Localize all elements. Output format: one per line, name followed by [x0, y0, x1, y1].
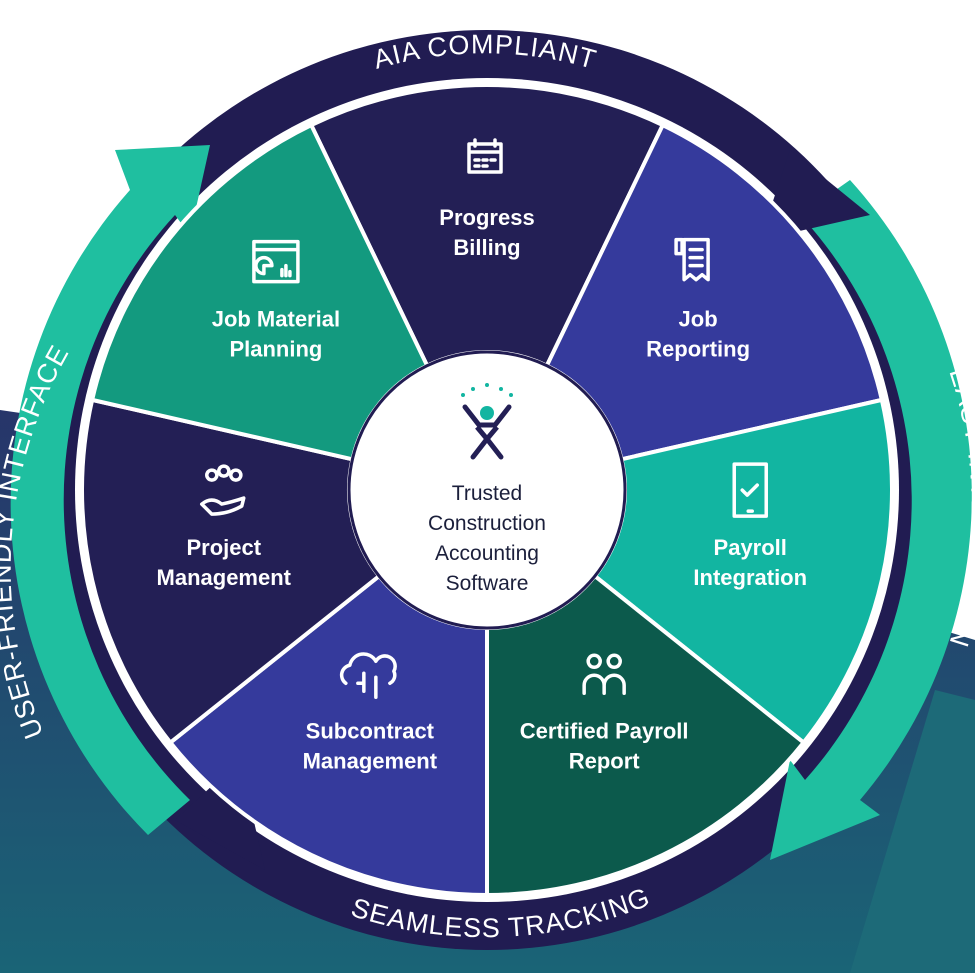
segment-label-job-reporting-2: Reporting [646, 337, 750, 362]
segment-label-job-material-planning-1: Job Material [212, 307, 340, 332]
segment-label-job-material-planning-2: Planning [229, 337, 322, 362]
chart-window-icon [252, 239, 300, 284]
segment-label-payroll-integration-1: Payroll [714, 535, 787, 560]
segment-label-progress-billing-1: Progress [439, 205, 534, 230]
tablet-check-icon [732, 462, 768, 518]
center-line-2: Construction [428, 512, 546, 535]
document-icon [674, 237, 710, 282]
segment-label-progress-billing-2: Billing [453, 235, 520, 260]
cloud-circuit-icon [339, 652, 397, 700]
background-right-shape [850, 690, 975, 973]
center-line-1: Trusted [452, 482, 522, 505]
center-circle [361, 364, 613, 616]
right-teal-arrow [770, 180, 972, 860]
left-teal-arrow [10, 145, 211, 835]
segment-label-certified-payroll-report-1: Certified Payroll [520, 718, 689, 743]
logo-icon [461, 383, 513, 460]
center-line-4: Software [446, 572, 529, 595]
segment-label-project-management-2: Management [157, 565, 292, 590]
segment-label-subcontract-management-1: Subcontract [306, 718, 435, 743]
segment-label-payroll-integration-2: Integration [693, 565, 807, 590]
segment-label-certified-payroll-report-2: Report [569, 748, 641, 773]
calendar-clock-icon [467, 138, 503, 174]
segment-label-job-reporting-1: Job [679, 307, 718, 332]
center-line-3: Accounting [435, 542, 539, 565]
hand-people-icon [200, 464, 246, 516]
segments-group: ProgressBillingJobReportingPayrollIntegr… [80, 83, 894, 898]
people-heart-icon [582, 653, 626, 696]
segment-label-project-management-1: Project [186, 535, 261, 560]
segment-label-subcontract-management-2: Management [303, 748, 438, 773]
